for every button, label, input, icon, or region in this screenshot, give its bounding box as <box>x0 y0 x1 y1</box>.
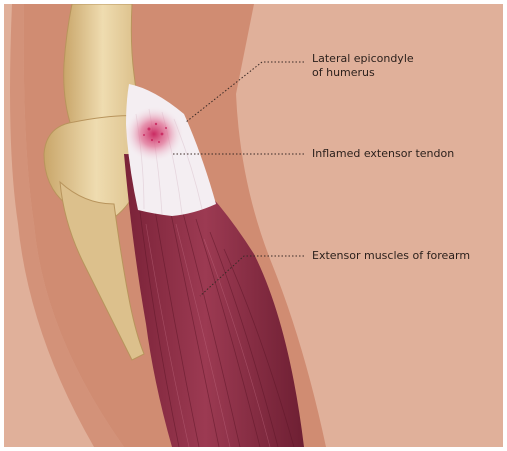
label-inflamed-tendon: Inflamed extensor tendon <box>312 147 454 161</box>
label-extensor-muscles: Extensor muscles of forearm <box>312 249 470 263</box>
inflammation-spot <box>124 106 184 162</box>
illustration-frame <box>4 4 503 447</box>
label-lateral-epicondyle: Lateral epicondyle of humerus <box>312 52 414 80</box>
elbow-illustration <box>4 4 503 447</box>
